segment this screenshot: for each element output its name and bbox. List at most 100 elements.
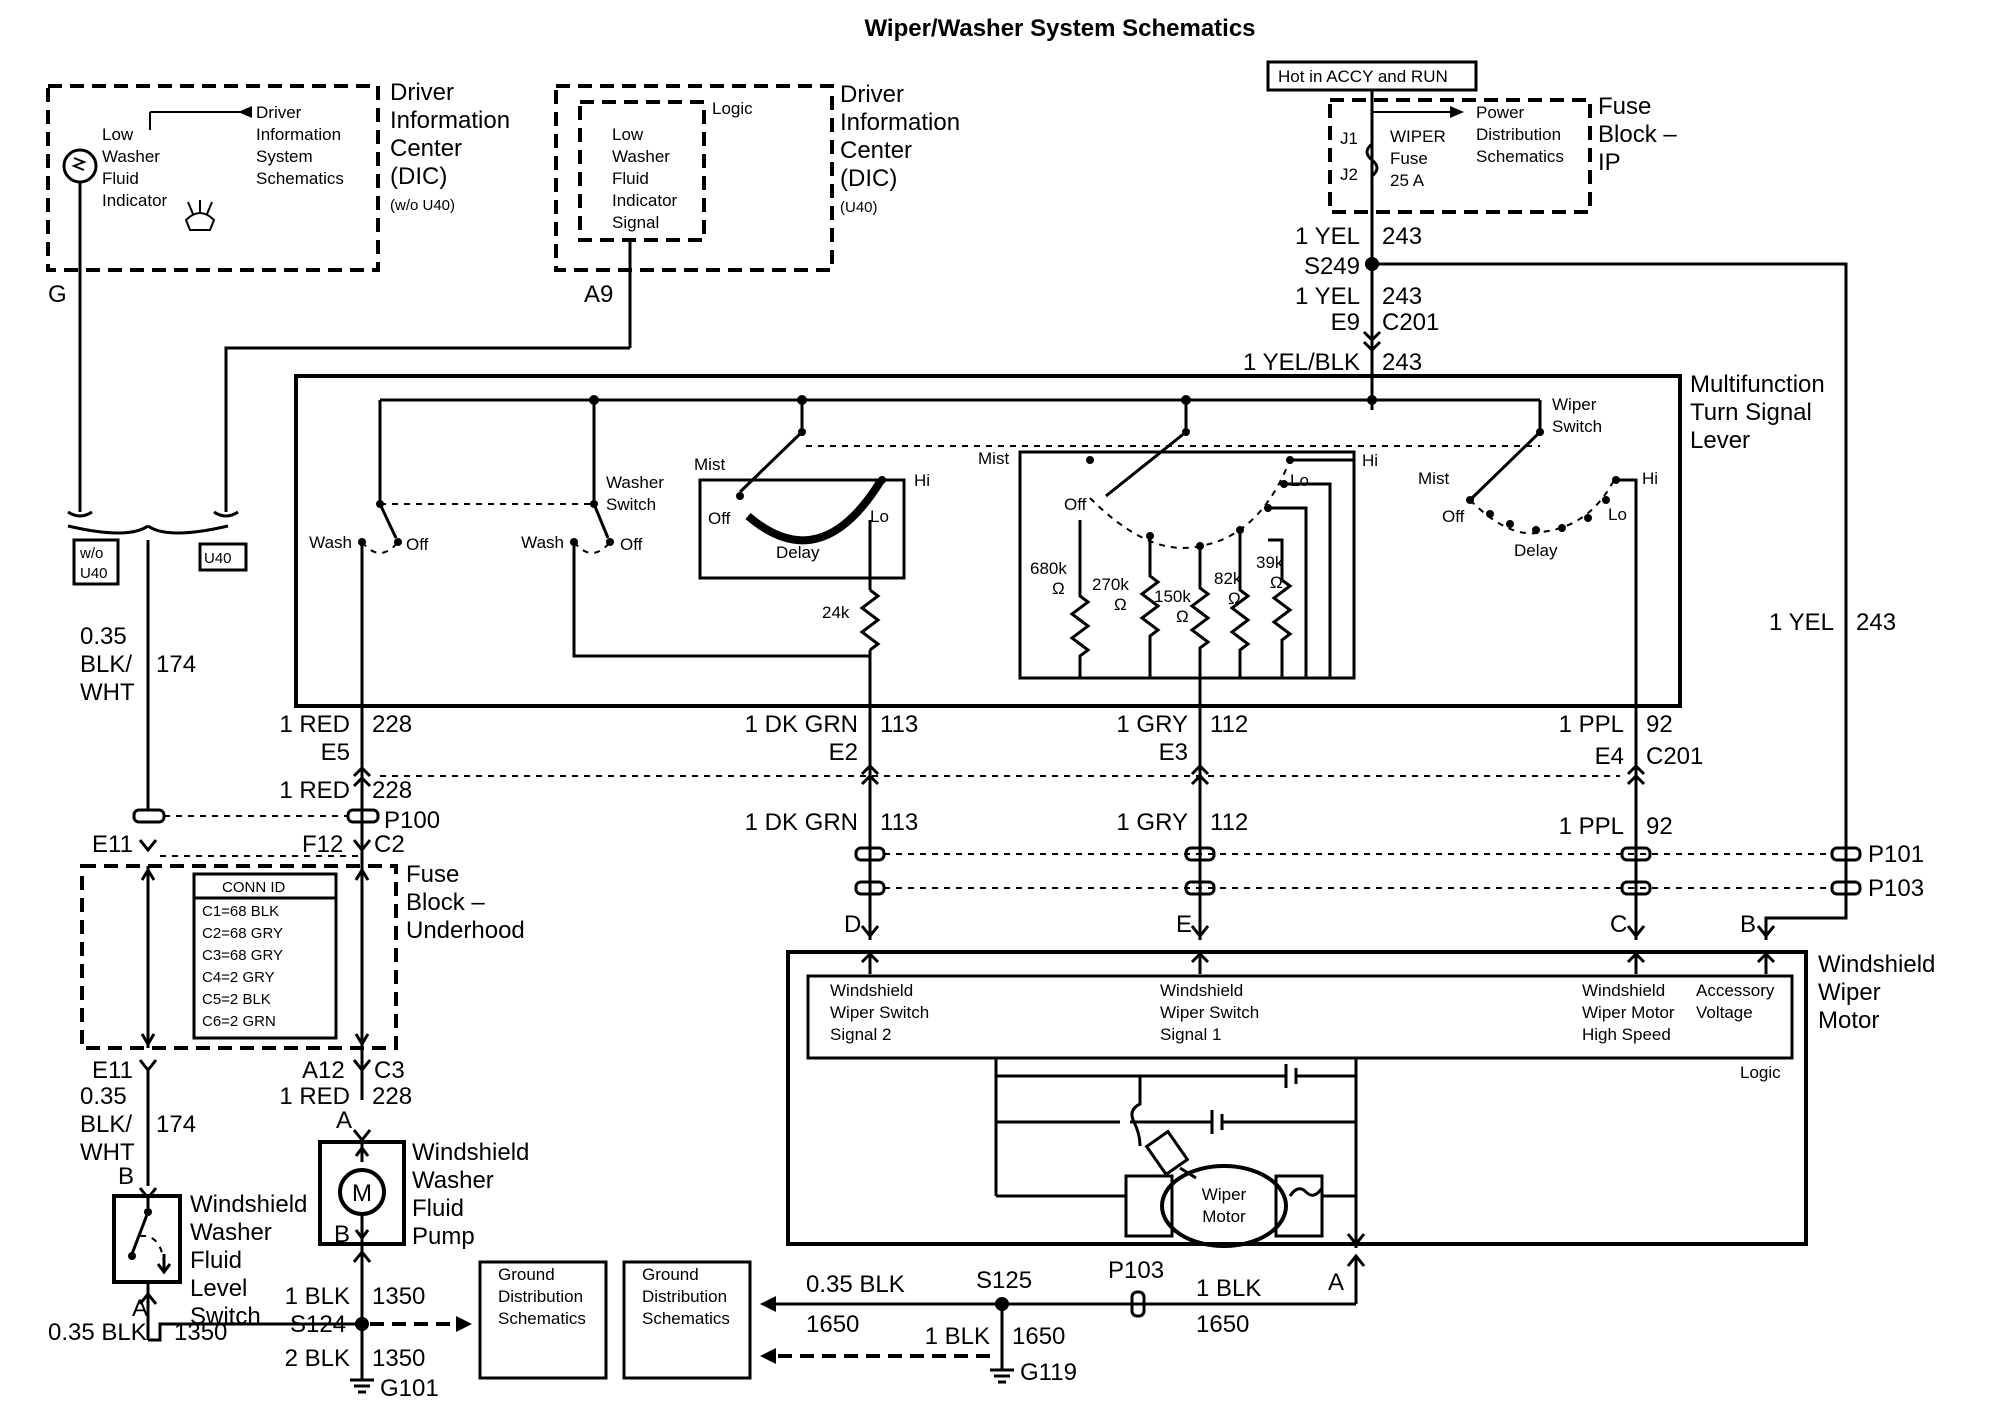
dic-u40-variant: (U40) (840, 199, 878, 216)
dic-wo-u40-arrow-line-0: Driver (256, 103, 302, 122)
wash-1: Wash (309, 533, 352, 552)
sig2-2: Signal 2 (830, 1025, 891, 1044)
feed-c2: 243 (1382, 283, 1422, 310)
red-a-wire: 1 RED (279, 711, 350, 738)
dic-u40-signal-line-2: Fluid (612, 169, 649, 188)
p103-label: P103 (1868, 875, 1924, 902)
conn-id-5: C6=2 GRN (202, 1013, 276, 1030)
pump-title-1: Washer (412, 1167, 494, 1194)
ppl-b-pin: C (1610, 911, 1627, 938)
arrow-left-icon (760, 1296, 776, 1312)
dic-wo-u40-component: Low Washer Fluid Indicator Driver Inform… (46, 79, 510, 308)
g-right-w2: 1 BLK (925, 1323, 990, 1350)
wire-174-bot-circuit: 174 (156, 1111, 196, 1138)
g-right-splice: S125 (976, 1267, 1032, 1294)
feed-c1: 243 (1382, 223, 1422, 250)
gry-b-circuit: 112 (1210, 809, 1248, 836)
level-switch-pin-a: A (132, 1295, 148, 1322)
arrow-right-icon (456, 1316, 472, 1332)
mfl-title-1: Turn Signal (1690, 399, 1812, 426)
wire-174-bot-line-0: 0.35 (80, 1083, 127, 1110)
dic-wo-u40-indicator-line-2: Fluid (102, 169, 139, 188)
delay-3: Delay (1514, 541, 1558, 560)
red-b-circuit: 228 (372, 777, 412, 804)
p103-connector-row: P103 (854, 875, 1924, 902)
r39k: 39k (1256, 553, 1284, 572)
g-right-c3: 1650 (1196, 1311, 1249, 1338)
fuse-line-2: 25 A (1390, 171, 1425, 190)
conn-id-4: C5=2 BLK (202, 991, 271, 1008)
g-left-blk035-c: 1350 (174, 1319, 227, 1346)
dic-wo-u40-title-line-0: Driver (390, 79, 454, 106)
fuse-uh-title-2: Underhood (406, 917, 525, 944)
grn-b-pin: D (844, 911, 861, 938)
low-washer-fluid-indicator-icon (62, 148, 98, 252)
conn-id-1: C2=68 GRY (202, 925, 283, 942)
dic-u40-signal-line-0: Low (612, 125, 644, 144)
ppl-a-wire: 1 PPL (1559, 711, 1624, 738)
wiper-switch-0: Wiper (1552, 395, 1597, 414)
off-1: Off (406, 535, 429, 554)
wiper-motor-title-1: Wiper (1818, 979, 1881, 1006)
mfl-title-0: Multifunction (1690, 371, 1825, 398)
fuse-line-1: Fuse (1390, 149, 1428, 168)
wiper-symbol-icon (184, 200, 216, 231)
hot-in-accy-run-box: Hot in ACCY and RUN (1266, 60, 1478, 92)
fuse-uh-c3: C3 (374, 1057, 405, 1084)
pump-m: M (352, 1180, 372, 1207)
g-left-blk1-c: 1350 (372, 1283, 425, 1310)
red-b-conn: P100 (384, 807, 440, 834)
mist-3: Mist (1418, 469, 1449, 488)
gry-b-wire: 1 GRY (1116, 809, 1188, 836)
ground-dist-box-2: Ground Distribution Schematics (622, 1260, 752, 1380)
washer-switch-1: Switch (606, 495, 656, 514)
ohm-5: Ω (1270, 573, 1283, 592)
power-dist-line-1: Distribution (1476, 125, 1561, 144)
p100-connector (132, 808, 380, 824)
dic-u40-pin: A9 (584, 281, 613, 308)
wiper-motor-component: Windshield Wiper Switch Signal 2 Windshi… (786, 950, 1935, 1296)
gry-b-pin: E (1176, 911, 1192, 938)
grn-b-wire: 1 DK GRN (745, 809, 858, 836)
p101-connector-row: P101 (854, 841, 1924, 868)
g-left-blk2-c: 1350 (372, 1345, 425, 1372)
conn-id-0: C1=68 BLK (202, 903, 279, 920)
fuse-uh-c2: C2 (374, 831, 405, 858)
sig1-1: Wiper Switch (1160, 1003, 1259, 1022)
dic-u40-title-line-0: Driver (840, 81, 904, 108)
gry-a-circuit: 112 (1210, 711, 1248, 738)
gry-a-wire: 1 GRY (1116, 711, 1188, 738)
pump-title-3: Pump (412, 1223, 475, 1250)
hi-3: Hi (1642, 469, 1658, 488)
ohm-2: Ω (1114, 595, 1127, 614)
dic-u40-component: Logic Low Washer Fluid Indicator Signal … (554, 81, 960, 348)
wire-174-top-line-0: 0.35 (80, 623, 127, 650)
gds1-0: Ground (498, 1265, 555, 1284)
fuse-block-underhood: CONN ID C1=68 BLK C2=68 GRY C3=68 GRY C4… (80, 861, 525, 1050)
wire-174-top-line-2: WHT (80, 679, 135, 706)
grn-a-pin: E2 (829, 739, 858, 766)
grn-a-wire: 1 DK GRN (745, 711, 858, 738)
high-2: High Speed (1582, 1025, 1671, 1044)
off-2: Off (620, 535, 643, 554)
dic-wo-u40-indicator-line-3: Indicator (102, 191, 168, 210)
grn-b-circuit: 113 (880, 809, 918, 836)
red-a-pin: E5 (321, 739, 350, 766)
sig1-0: Windshield (1160, 981, 1243, 1000)
diagram-title: Wiper/Washer System Schematics (864, 15, 1255, 42)
arrow-left-icon (238, 106, 252, 118)
level-switch-component: B A Windshield Washer Fluid Level Switch (112, 1163, 307, 1340)
lo-3: Lo (1608, 505, 1627, 524)
wiper-motor-icon: Wiper Motor (1124, 1129, 1324, 1248)
fuse-uh-e11-top: E11 (92, 831, 133, 858)
gds2-1: Distribution (642, 1287, 727, 1306)
fuse-uh-a12: A12 (302, 1057, 345, 1084)
pump-title-0: Windshield (412, 1139, 529, 1166)
ohm-4: Ω (1228, 589, 1241, 608)
pump-pin-a: A (336, 1107, 352, 1134)
fuse-uh-title-0: Fuse (406, 861, 459, 888)
sig2-1: Wiper Switch (830, 1003, 929, 1022)
wiper-motor-title-0: Windshield (1818, 951, 1935, 978)
gds2-2: Schematics (642, 1309, 730, 1328)
